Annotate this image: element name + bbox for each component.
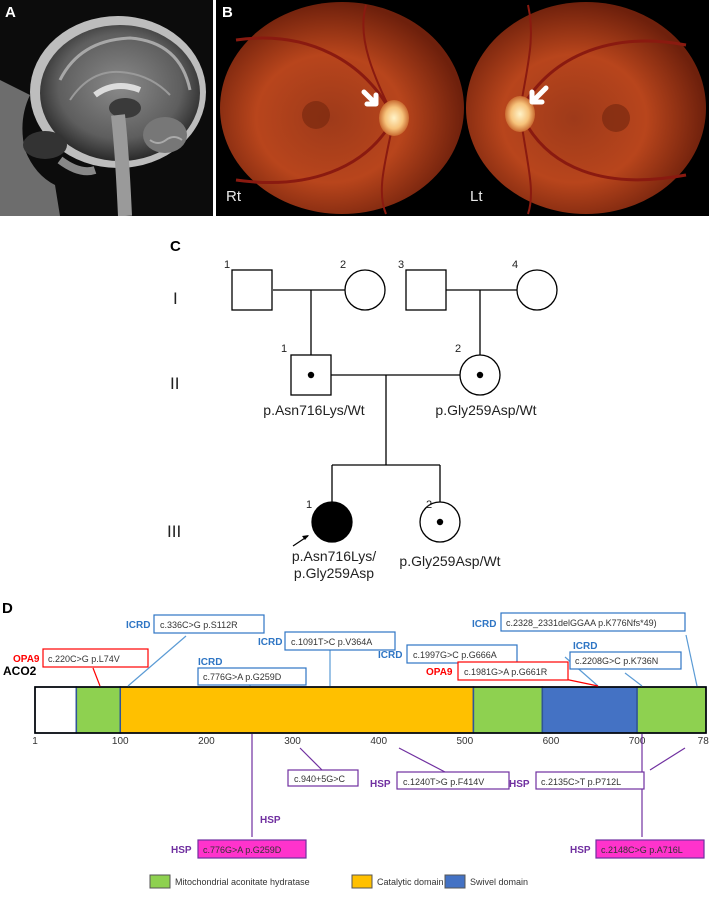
mri-image <box>0 0 213 216</box>
generation-label: I <box>173 289 178 308</box>
protein-domain-mito <box>636 686 707 734</box>
panel-a-letter: A <box>5 4 16 21</box>
legend-swatch <box>149 874 171 889</box>
protein-domain-catalytic <box>119 686 475 734</box>
variant-label: c.336C>G p.S112R <box>160 620 238 630</box>
variant-label: c.940+5G>C <box>294 774 346 784</box>
icrd-tag: ICRD <box>472 619 496 630</box>
icrd-tag: ICRD <box>258 637 282 648</box>
generation-label: II <box>170 374 179 393</box>
protein-tick-label: 600 <box>543 736 560 747</box>
legend-label: Swivel domain <box>470 877 528 887</box>
variant-label: c.2148C>G p.A716L <box>601 845 683 855</box>
individual-number: 2 <box>340 259 346 271</box>
protein-tick-label: 300 <box>284 736 301 747</box>
protein-tick-label: 400 <box>370 736 387 747</box>
left-eye-label: Lt <box>470 188 483 205</box>
legend-swatch <box>351 874 373 889</box>
variant-label: c.1981G>A p.G661R <box>464 667 548 677</box>
pedigree-ii1-carrier-male <box>290 354 332 396</box>
icrd-tag: ICRD <box>378 650 402 661</box>
opa9-tag: OPA9 <box>13 654 40 665</box>
panel-d-letter: D <box>2 600 13 617</box>
right-eye-label: Rt <box>226 188 241 205</box>
variant-label: c.2135C>T p.P712L <box>541 777 621 787</box>
genotype-iii1: p.Asn716Lys/ <box>292 548 376 564</box>
fundus-illustration <box>220 2 706 215</box>
variant-label: c.776G>A p.G259D <box>203 845 282 855</box>
variant-label: c.1997G>C p.G666A <box>413 650 497 660</box>
pedigree-iii1-affected-female <box>311 501 353 543</box>
variant-label: c.2328_2331delGGAA p.K776Nfs*49) <box>506 618 657 628</box>
pedigree-i1-male <box>231 269 273 311</box>
individual-number: 4 <box>512 259 518 271</box>
variant-label: c.220C>G p.L74V <box>48 654 120 664</box>
hsp-tag: HSP <box>171 845 192 856</box>
pedigree-i2-female <box>344 269 386 311</box>
protein-tick-label: 100 <box>112 736 129 747</box>
protein-domain-mito <box>75 686 122 734</box>
legend-label: Mitochondrial aconitate hydratase <box>175 877 310 887</box>
protein-tick-label: 1 <box>32 736 38 747</box>
protein-domain-swivel <box>541 686 638 734</box>
protein-tick-label: 200 <box>198 736 215 747</box>
panel-c-letter: C <box>170 238 181 255</box>
aco2-protein-diagram: 1 100 200 300 400 500 600 700 780 ACO2 ICRD c.33… <box>3 612 709 889</box>
individual-number: 1 <box>281 343 287 355</box>
genotype-ii1: p.Asn716Lys/Wt <box>263 402 365 418</box>
individual-number: 3 <box>398 259 404 271</box>
protein-tick-label: 700 <box>629 736 646 747</box>
icrd-tag: ICRD <box>126 620 150 631</box>
mri-illustration <box>0 0 213 216</box>
hsp-tag: HSP <box>509 779 530 790</box>
carrier-dot <box>307 371 315 379</box>
legend-swatch <box>444 874 466 889</box>
hsp-tag: HSP <box>370 779 391 790</box>
fundus-panel <box>216 0 709 216</box>
variant-label: c.1240T>G p.F414V <box>403 777 484 787</box>
carrier-dot <box>476 371 484 379</box>
genotype-ii2: p.Gly259Asp/Wt <box>435 402 536 418</box>
individual-number: 1 <box>306 499 312 511</box>
protein-domain-none <box>34 686 78 734</box>
icrd-tag: ICRD <box>573 641 597 652</box>
variant-label: c.776G>A p.G259D <box>203 672 282 682</box>
legend-label: Catalytic domain <box>377 877 444 887</box>
generation-label: III <box>167 522 181 541</box>
protein-domain-mito <box>472 686 544 734</box>
protein-outline <box>34 686 707 734</box>
individual-number: 1 <box>224 259 230 271</box>
individual-number: 2 <box>426 499 432 511</box>
genotype-iii2: p.Gly259Asp/Wt <box>399 553 500 569</box>
individual-number: 2 <box>455 343 461 355</box>
variant-label: c.2208G>C p.K736N <box>575 656 658 666</box>
pedigree-i3-male <box>405 269 447 311</box>
pedigree-chart: I II III 1 2 3 4 1 2 1 2 p.Asn716Lys/Wt … <box>167 259 558 581</box>
carrier-dot <box>436 518 444 526</box>
opa9-tag: OPA9 <box>426 667 453 678</box>
protein-tick-label: 780 <box>698 736 709 747</box>
panel-b-letter: B <box>222 4 233 21</box>
protein-tick-label: 500 <box>456 736 473 747</box>
protein-name: ACO2 <box>3 664 37 678</box>
hsp-tag: HSP <box>570 845 591 856</box>
genotype-iii1: p.Gly259Asp <box>294 565 374 581</box>
variant-label: c.1091T>C p.V364A <box>291 637 372 647</box>
hsp-tag: HSP <box>260 815 281 826</box>
pedigree-i4-female <box>516 269 558 311</box>
icrd-tag: ICRD <box>198 657 222 668</box>
